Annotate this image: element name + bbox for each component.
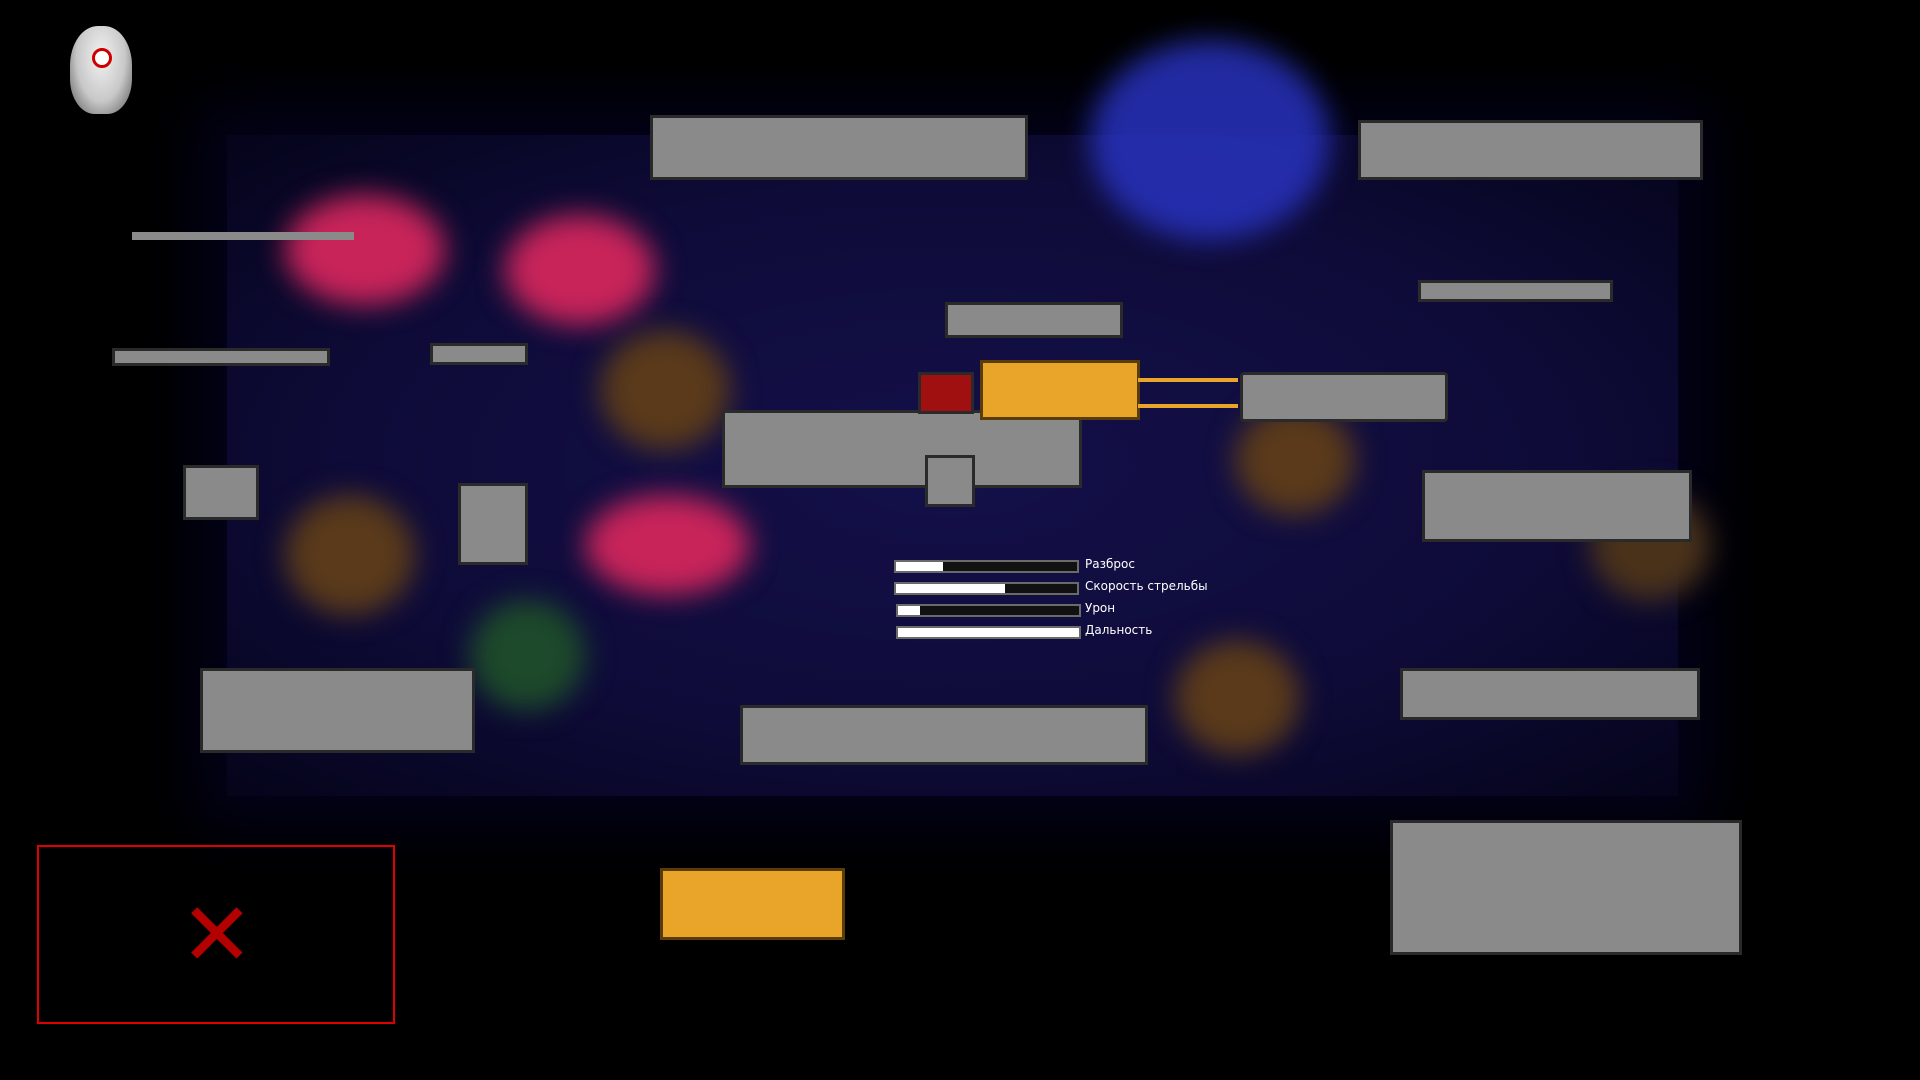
rifle-suppressor[interactable] <box>1240 372 1448 422</box>
part-shotgun-barrel[interactable] <box>1358 120 1703 180</box>
stat-label-fire-rate: Скорость стрельбы <box>1085 579 1208 593</box>
helmet-emblem-icon <box>92 48 112 68</box>
part-stock-block[interactable] <box>200 668 475 753</box>
stat-bar-damage <box>896 604 1081 617</box>
stat-fill <box>898 628 1079 637</box>
part-pump-barrel[interactable] <box>740 705 1148 765</box>
rifle-receiver[interactable] <box>980 360 1140 420</box>
part-wire-stock[interactable] <box>132 232 354 240</box>
stat-label-spread: Разброс <box>1085 557 1135 571</box>
light-decor <box>1235 405 1355 515</box>
stat-label-range: Дальность <box>1085 623 1153 637</box>
stat-label-damage: Урон <box>1085 601 1116 615</box>
part-rail-barrel[interactable] <box>1422 470 1692 542</box>
part-minigun-barrel[interactable] <box>650 115 1028 180</box>
part-slide[interactable] <box>1418 280 1613 302</box>
rifle-stock[interactable] <box>722 410 1082 488</box>
portal-creature <box>1090 40 1330 240</box>
part-smg-receiver[interactable] <box>1400 668 1700 720</box>
light-decor <box>470 600 585 710</box>
stat-bar-range <box>896 626 1081 639</box>
close-x-icon[interactable]: ✕ <box>180 883 254 986</box>
flesh-decor <box>285 195 445 305</box>
part-gold-receiver[interactable] <box>660 868 845 940</box>
stat-fill <box>896 584 1005 593</box>
flesh-decor <box>585 495 750 595</box>
rifle-scope[interactable] <box>945 302 1123 338</box>
rifle-barrel[interactable] <box>1138 378 1238 408</box>
rifle-grip[interactable] <box>925 455 975 507</box>
part-magwell[interactable] <box>458 483 528 565</box>
stat-bar-spread <box>894 560 1079 573</box>
stat-fill <box>898 606 920 615</box>
flesh-decor <box>505 215 655 325</box>
cancel-button[interactable] <box>37 845 395 1024</box>
helmet-icon[interactable] <box>70 26 132 114</box>
light-decor <box>600 330 730 450</box>
rifle-magazine[interactable] <box>918 372 974 414</box>
light-decor <box>1175 640 1300 755</box>
stat-bar-fire-rate <box>894 582 1079 595</box>
part-suppressor-short[interactable] <box>430 343 528 365</box>
light-decor <box>285 495 415 615</box>
part-suppressor-long[interactable] <box>112 348 330 366</box>
part-cannon[interactable] <box>1390 820 1742 955</box>
stat-fill <box>896 562 944 571</box>
part-sight-block[interactable] <box>183 465 259 520</box>
